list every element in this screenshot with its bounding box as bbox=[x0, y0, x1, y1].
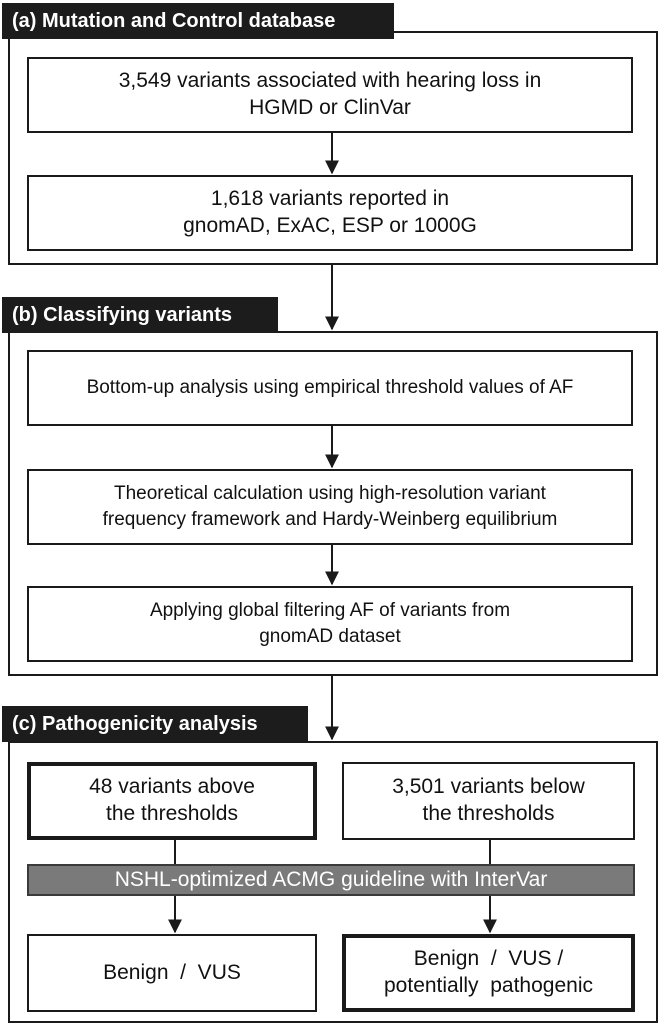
section-b-box-1: Bottom-up analysis using empirical thres… bbox=[27, 350, 633, 426]
section-a-box-1-text: 3,549 variants associated with hearing l… bbox=[118, 69, 542, 119]
section-b-box-2-text: Theoretical calculation using high-resol… bbox=[102, 483, 558, 530]
section-c-right-top-text: 3,501 variants below the thresholds bbox=[392, 775, 585, 825]
section-a-title: (a) Mutation and Control database bbox=[2, 3, 394, 39]
section-c-right-top-box: 3,501 variants below the thresholds bbox=[342, 762, 635, 840]
section-c-right-bottom-text: Benign / VUS / potentially pathogenic bbox=[384, 947, 593, 997]
section-a-box-1: 3,549 variants associated with hearing l… bbox=[27, 57, 633, 133]
section-b-title: (b) Classifying variants bbox=[2, 297, 278, 333]
section-c-title: (c) Pathogenicity analysis bbox=[2, 706, 308, 742]
section-c-left-top-box: 48 variants above the thresholds bbox=[27, 762, 317, 840]
section-c-right-bottom-box: Benign / VUS / potentially pathogenic bbox=[342, 934, 635, 1012]
section-b-box-3-text: Applying global filtering AF of variants… bbox=[149, 600, 511, 647]
guideline-banner: NSHL-optimized ACMG guideline with Inter… bbox=[27, 864, 635, 896]
section-b-box-3: Applying global filtering AF of variants… bbox=[27, 586, 633, 662]
section-a-box-2: 1,618 variants reported in gnomAD, ExAC,… bbox=[27, 175, 633, 251]
guideline-banner-text: NSHL-optimized ACMG guideline with Inter… bbox=[114, 868, 548, 891]
section-b-box-2: Theoretical calculation using high-resol… bbox=[27, 469, 633, 545]
section-c-left-bottom-text: Benign / VUS bbox=[103, 960, 241, 984]
section-c-left-bottom-box: Benign / VUS bbox=[27, 934, 317, 1012]
section-c-left-top-text: 48 variants above the thresholds bbox=[89, 775, 255, 825]
section-b-box-1-text: Bottom-up analysis using empirical thres… bbox=[86, 377, 574, 399]
section-a-box-2-text: 1,618 variants reported in gnomAD, ExAC,… bbox=[183, 187, 477, 237]
